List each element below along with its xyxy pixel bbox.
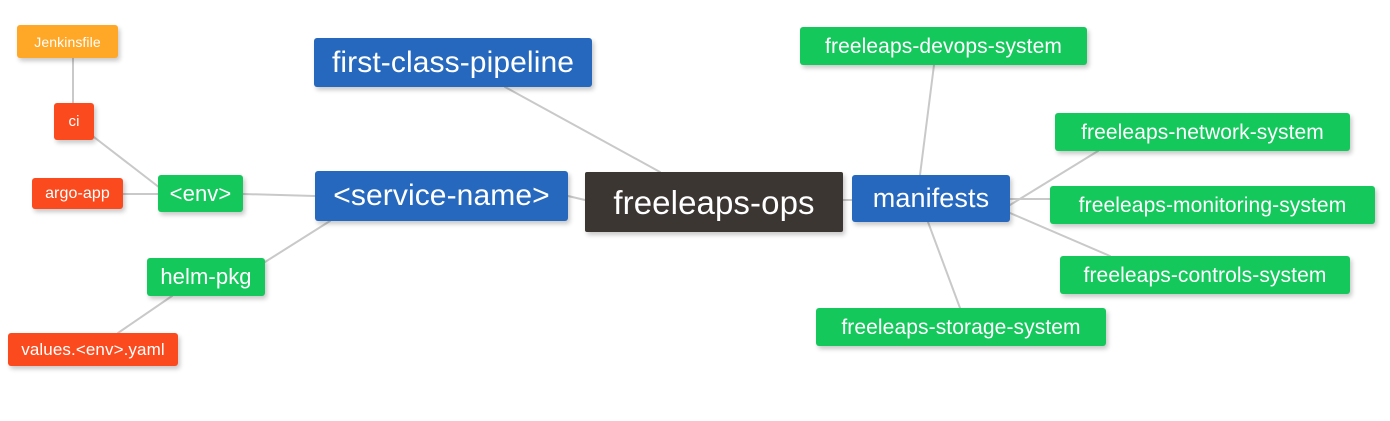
node-label: freeleaps-network-system <box>1081 120 1324 144</box>
node-label: freeleaps-devops-system <box>825 34 1062 58</box>
node-label: freeleaps-controls-system <box>1083 263 1327 287</box>
node-label: helm-pkg <box>160 264 252 289</box>
node-label: <service-name> <box>333 179 550 212</box>
node-label: freeleaps-ops <box>613 183 815 221</box>
node-label: first-class-pipeline <box>331 45 575 79</box>
node-freeleaps-storage-system[interactable]: freeleaps-storage-system <box>816 308 1106 346</box>
node-jenkinsfile[interactable]: Jenkinsfile <box>17 25 118 58</box>
edge-manifests-to-freeleaps-storage-system <box>927 221 961 309</box>
node-label: manifests <box>872 183 990 213</box>
edge-service-name-to-freeleaps-ops <box>567 195 586 201</box>
node-freeleaps-devops-system[interactable]: freeleaps-devops-system <box>800 27 1087 65</box>
node-label: values.<env>.yaml <box>21 340 165 359</box>
node-ci[interactable]: ci <box>54 103 94 140</box>
edge-helm-pkg-to-values-env-yaml <box>117 295 173 334</box>
node-freeleaps-controls-system[interactable]: freeleaps-controls-system <box>1060 256 1350 294</box>
node-label: ci <box>68 113 80 130</box>
node-env[interactable]: <env> <box>158 175 243 212</box>
edge-manifests-to-freeleaps-devops-system <box>919 64 935 176</box>
edge-env-to-service-name <box>242 193 316 197</box>
edge-service-name-to-helm-pkg <box>264 220 331 263</box>
node-label: <env> <box>169 180 232 206</box>
node-manifests[interactable]: manifests <box>852 175 1010 222</box>
node-service-name[interactable]: <service-name> <box>315 171 568 221</box>
node-label: argo-app <box>45 184 110 202</box>
node-values-env-yaml[interactable]: values.<env>.yaml <box>8 333 178 366</box>
node-label: freeleaps-monitoring-system <box>1078 193 1347 217</box>
node-freeleaps-monitoring-system[interactable]: freeleaps-monitoring-system <box>1050 186 1375 224</box>
node-freeleaps-ops[interactable]: freeleaps-ops <box>585 172 843 232</box>
edge-first-class-pipeline-to-freeleaps-ops <box>504 86 661 173</box>
node-argo-app[interactable]: argo-app <box>32 178 123 209</box>
node-freeleaps-network-system[interactable]: freeleaps-network-system <box>1055 113 1350 151</box>
node-helm-pkg[interactable]: helm-pkg <box>147 258 265 296</box>
node-label: Jenkinsfile <box>34 33 101 50</box>
node-first-class-pipeline[interactable]: first-class-pipeline <box>314 38 592 87</box>
node-label: freeleaps-storage-system <box>841 315 1081 339</box>
